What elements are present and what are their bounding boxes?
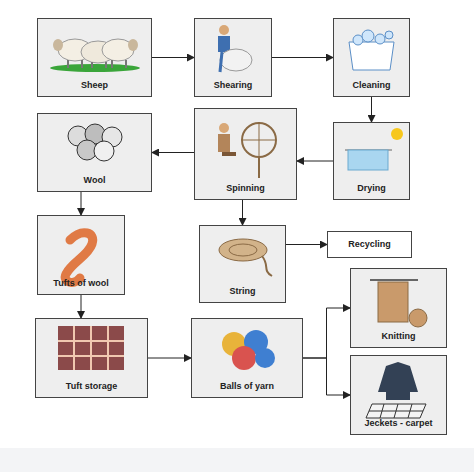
wool-box: Wool: [37, 113, 152, 192]
flow-arrow: [81, 295, 82, 318]
jackets-box: Jeckets - carpet: [350, 355, 447, 435]
flow-arrow: [303, 358, 350, 395]
string-icon: [219, 239, 272, 276]
flow-arrow: [152, 152, 194, 153]
tuft-storage-icon: [58, 326, 124, 370]
flow-arrow: [152, 57, 194, 58]
recycling-box: Recycling: [327, 231, 412, 258]
node-label: Cleaning: [334, 81, 409, 91]
yarn-box: Balls of yarn: [191, 318, 303, 398]
string-box: String: [199, 225, 286, 303]
jacket-carpet-icon: [366, 362, 426, 418]
flow-arrow: [272, 57, 333, 58]
node-label: Tuft storage: [36, 382, 147, 392]
wool-icon: [68, 124, 122, 161]
node-label: Balls of yarn: [192, 382, 302, 392]
node-label: Knitting: [351, 332, 446, 342]
drying-icon: [345, 128, 403, 170]
shearing-box: Shearing: [194, 18, 272, 97]
node-label: Jeckets - carpet: [351, 419, 446, 429]
tufts-box: Tufts of wool: [37, 215, 125, 295]
flow-arrow: [303, 308, 350, 358]
tufts-icon: [65, 233, 92, 283]
flow-arrow: [242, 200, 243, 225]
tuft-storage-box: Tuft storage: [35, 318, 148, 398]
node-label: Sheep: [38, 81, 151, 91]
drying-box: Drying: [333, 122, 410, 200]
node-label: Shearing: [195, 81, 271, 91]
node-label: Spinning: [195, 184, 296, 194]
flow-arrow: [286, 244, 327, 245]
spinning-icon: [218, 123, 276, 178]
shearing-icon: [218, 25, 252, 72]
node-label: Tufts of wool: [38, 279, 124, 289]
footer-band: [0, 448, 474, 472]
knitting-box: Knitting: [350, 268, 447, 348]
node-label: Drying: [334, 184, 409, 194]
cleaning-icon: [349, 30, 394, 70]
flow-arrow: [371, 97, 372, 122]
flow-arrow: [81, 192, 82, 215]
cleaning-box: Cleaning: [333, 18, 410, 97]
node-label: Recycling: [348, 240, 391, 250]
node-label: Wool: [38, 176, 151, 186]
sheep-box: Sheep: [37, 18, 152, 97]
flow-arrow: [148, 358, 191, 359]
sheep-icon: [50, 39, 140, 72]
node-label: String: [200, 287, 285, 297]
spinning-box: Spinning: [194, 108, 297, 200]
yarn-balls-icon: [222, 330, 275, 370]
flow-arrow: [297, 161, 333, 162]
knitting-icon: [370, 280, 427, 327]
box-grounds: [35, 18, 447, 435]
